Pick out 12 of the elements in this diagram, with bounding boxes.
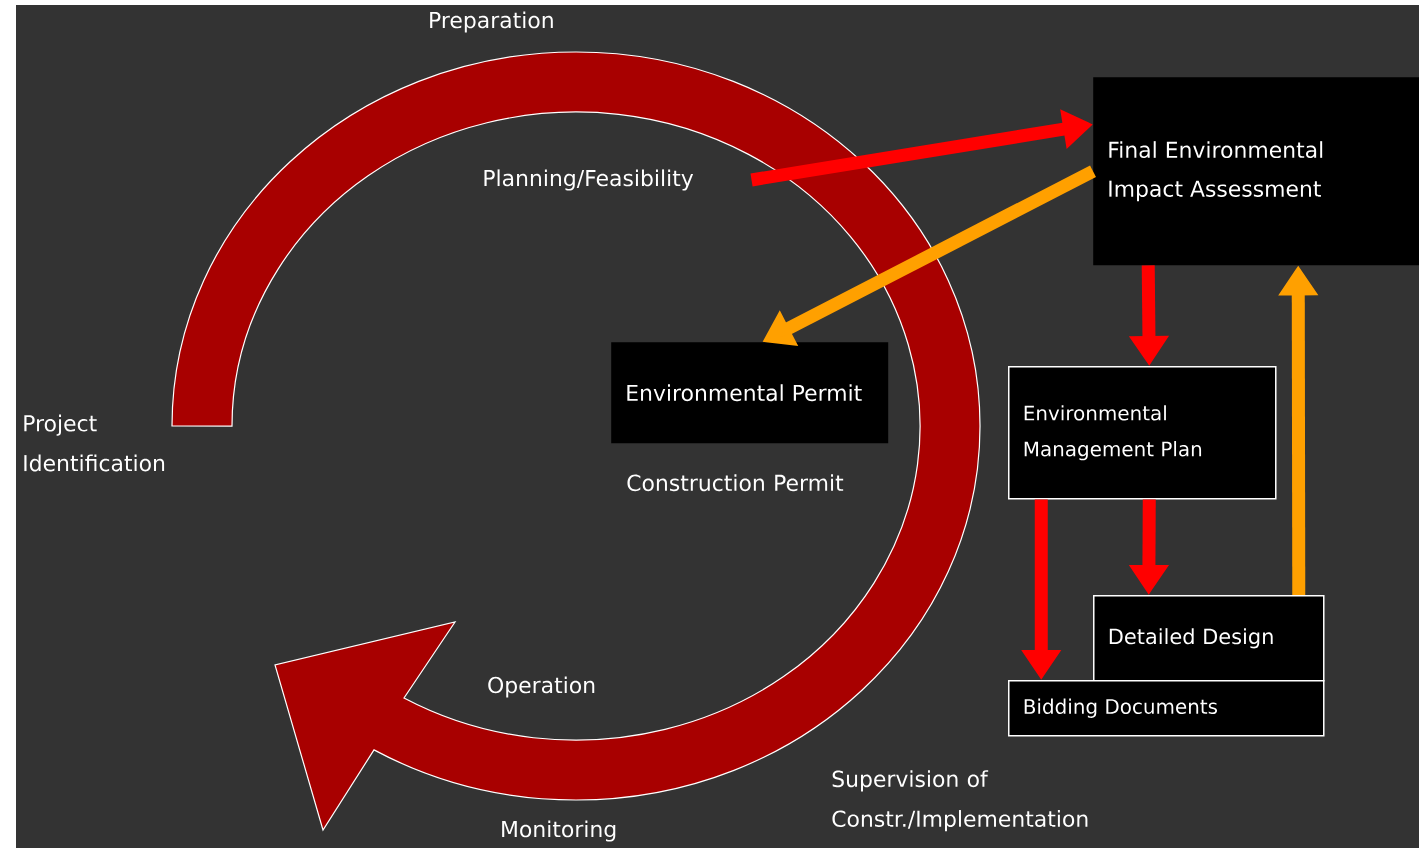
text-box: Environmental Management Plan (1008, 366, 1277, 500)
stage-label: Supervision of Constr./Implementation (832, 770, 1088, 832)
stage-label: Preparation (430, 11, 553, 33)
text-box: Environmental Permit (611, 342, 889, 444)
text-box: Bidding Documents (1008, 680, 1325, 737)
stage-label: Operation (488, 676, 595, 698)
text-box: Final Environmental Impact Assessment (1093, 77, 1419, 266)
stage-label: Monitoring (502, 820, 616, 842)
stage-label: Project Identification (24, 414, 165, 472)
stage-label: Construction Permit (627, 474, 844, 492)
text-box: Detailed Design (1093, 595, 1325, 682)
stage-label: Planning/Feasibility (484, 169, 694, 191)
